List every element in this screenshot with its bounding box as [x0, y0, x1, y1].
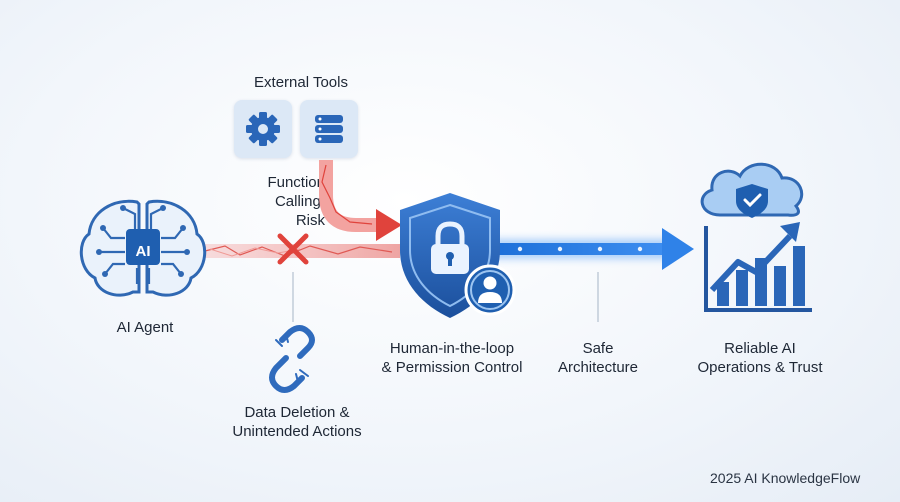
gear-icon: [246, 112, 280, 146]
database-icon: [315, 115, 343, 143]
external-tools-label: External Tools: [254, 74, 348, 91]
gear-tool-box: [234, 100, 292, 158]
human-in-the-loop-label: Human-in-the-loop & Permission Control: [381, 340, 523, 376]
ai-chip-label: AI: [136, 243, 151, 260]
cloud-shield-icon: [700, 162, 804, 218]
function-calling-label: Function Calling: Risk: [267, 174, 325, 229]
growth-chart-icon: [704, 222, 812, 312]
footer-credit: 2025 AI KnowledgeFlow: [710, 470, 861, 486]
broken-link-icon: [269, 325, 315, 393]
ai-agent-label: AI Agent: [116, 319, 174, 336]
x-mark-icon: [277, 233, 309, 265]
safe-flow-arrow: [490, 228, 694, 270]
data-deletion-label: Data Deletion & Unintended Actions: [232, 404, 362, 440]
function-calling-risk-arrow: [319, 160, 402, 241]
user-icon: [464, 264, 516, 316]
reliable-ai-label: Reliable AI Operations & Trust: [697, 340, 823, 376]
safe-architecture-label: Safe Architecture: [557, 340, 639, 376]
database-tool-box: [300, 100, 358, 158]
brain-icon: [79, 199, 207, 297]
